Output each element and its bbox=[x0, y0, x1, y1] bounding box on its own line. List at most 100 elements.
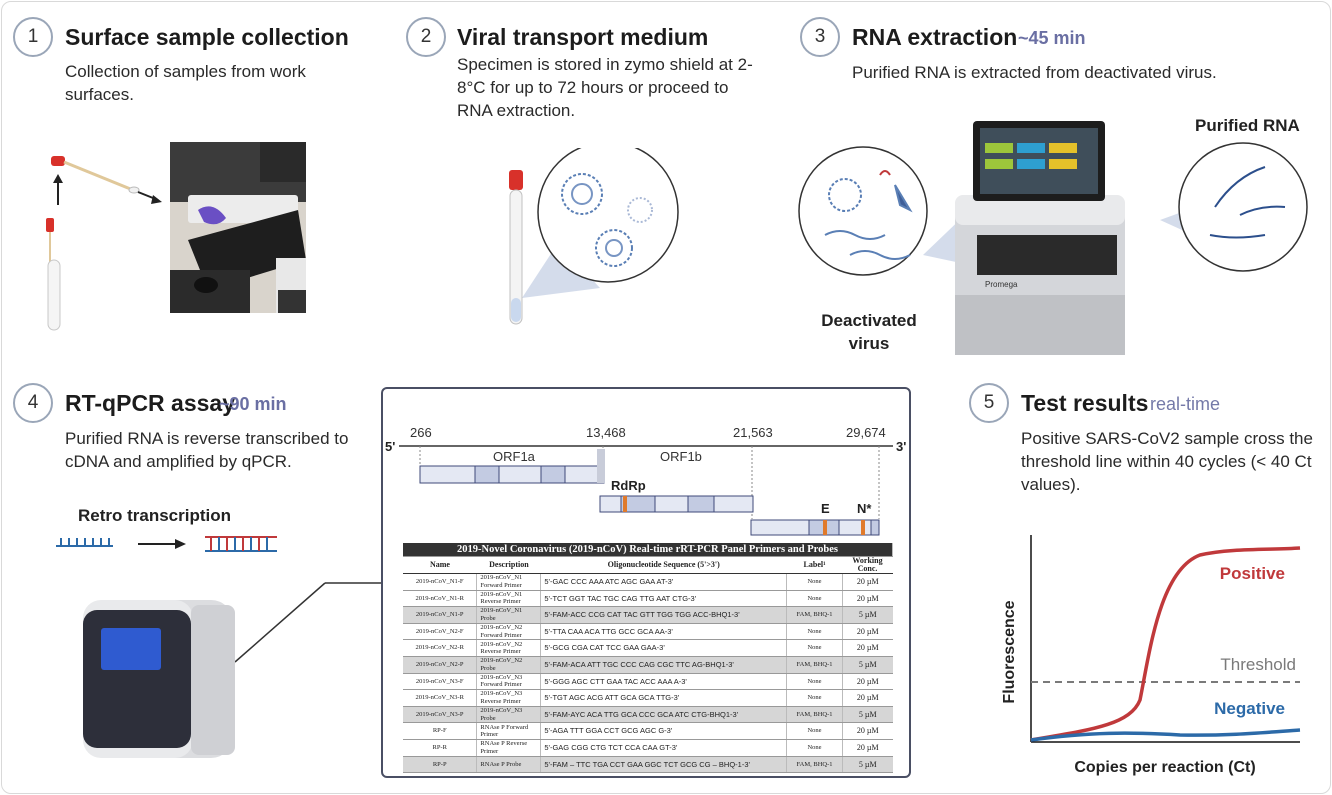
step-3-time: ~45 min bbox=[1018, 28, 1086, 48]
arrow-up-icon bbox=[53, 174, 63, 183]
threshold-label: Threshold bbox=[1220, 655, 1296, 674]
genome-position-2: 13,468 bbox=[586, 425, 626, 440]
orf1b-label: ORF1b bbox=[660, 449, 702, 464]
row-sequence: 5'-TTA CAA ACA TTG GCC GCA AA-3' bbox=[540, 623, 788, 641]
transport-medium-illustration bbox=[509, 148, 679, 325]
row-concentration: 20 µM bbox=[842, 623, 893, 641]
orf1a-gene-block bbox=[419, 449, 605, 484]
row-concentration: 5 µM bbox=[842, 606, 893, 624]
row-name: 2019-nCoV_N3-F bbox=[403, 673, 478, 691]
genome-position-4: 29,674 bbox=[846, 425, 886, 440]
row-sequence: 5'-FAM – TTC TGA CCT GAA GGC TCT GCG CG … bbox=[540, 756, 788, 774]
negative-label: Negative bbox=[1214, 699, 1285, 718]
genome-3-prime: 3' bbox=[896, 439, 906, 454]
deactivated-virus-icon bbox=[824, 170, 913, 260]
step-1-number: 1 bbox=[13, 17, 53, 57]
row-description: 2019-nCoV_N2 Probe bbox=[476, 656, 542, 674]
structural-genes-block bbox=[750, 519, 880, 536]
arrow-right-icon bbox=[151, 195, 162, 204]
step-1-title: Surface sample collection bbox=[65, 24, 349, 50]
chart-ylabel: Fluorescence bbox=[1001, 600, 1018, 703]
row-sequence: 5'-FAM-ACC CCG CAT TAC GTT TGG TGG ACC-B… bbox=[540, 606, 788, 624]
row-label: None bbox=[786, 623, 843, 641]
row-concentration: 20 µM bbox=[842, 673, 893, 691]
row-name: 2019-nCoV_N1-P bbox=[403, 606, 478, 624]
step-5-description: Positive SARS-CoV2 sample cross the thre… bbox=[1021, 429, 1313, 494]
sample-tube-icon bbox=[46, 218, 61, 331]
orf1a-label: ORF1a bbox=[493, 449, 536, 464]
step-5-title: Test results bbox=[1021, 390, 1149, 416]
row-description: RNAse P Probe bbox=[476, 756, 542, 774]
positive-curve bbox=[1030, 546, 1301, 742]
row-sequence: 5'-GAC CCC AAA ATC AGC GAA AT-3' bbox=[540, 573, 788, 591]
row-label: None bbox=[786, 673, 843, 691]
step-3-description: Purified RNA is extracted from deactivat… bbox=[852, 63, 1217, 82]
row-concentration: 20 µM bbox=[842, 639, 893, 657]
purified-rna-label: Purified RNA bbox=[1195, 116, 1300, 135]
magnified-circle bbox=[537, 148, 679, 283]
step-2-description: Specimen is stored in zymo shield at 2-8… bbox=[457, 55, 753, 120]
step-5-time: real-time bbox=[1150, 394, 1221, 414]
row-name: 2019-nCoV_N3-P bbox=[403, 706, 478, 724]
panel-connector bbox=[234, 582, 326, 663]
step-3-number: 3 bbox=[800, 17, 840, 57]
step-4-description: Purified RNA is reverse transcribed to c… bbox=[65, 429, 349, 471]
purified-rna-circle bbox=[1178, 142, 1308, 272]
row-description: 2019-nCoV_N1 Forward Primer bbox=[476, 573, 542, 591]
negative-curve bbox=[1030, 728, 1301, 742]
e-gene-label: E bbox=[821, 501, 830, 516]
genome-map: 5' 3' 266 13,468 21,563 29,674 ORF1a ORF… bbox=[385, 425, 906, 536]
row-label: FAM, BHQ-1 bbox=[786, 706, 843, 724]
row-sequence: 5'-GGG AGC CTT GAA TAC ACC AAA A-3' bbox=[540, 673, 788, 691]
row-sequence: 5'-TGT AGC ACG ATT GCA GCA TTG-3' bbox=[540, 689, 788, 707]
rt-qpcr-illustration bbox=[56, 536, 381, 758]
step-3-title: RNA extraction bbox=[852, 24, 1018, 50]
transport-tube-icon bbox=[509, 170, 523, 325]
row-label: None bbox=[786, 739, 843, 757]
row-label: None bbox=[786, 722, 843, 740]
row-description: RNAse P Forward Primer bbox=[476, 722, 542, 740]
deactivated-virus-label: Deactivated virus bbox=[821, 311, 917, 353]
virus-icon bbox=[561, 173, 653, 267]
column-header-label: Label¹ bbox=[786, 556, 843, 574]
row-concentration: 20 µM bbox=[842, 689, 893, 707]
row-description: 2019-nCoV_N2 Reverse Primer bbox=[476, 639, 542, 657]
row-concentration: 5 µM bbox=[842, 656, 893, 674]
step-2-title: Viral transport medium bbox=[457, 24, 709, 50]
row-description: RNAse P Reverse Primer bbox=[476, 739, 542, 757]
row-sequence: 5'-FAM-AYC ACA TTG GCA CCC GCA ATC CTG-B… bbox=[540, 706, 788, 724]
row-name: 2019-nCoV_N1-F bbox=[403, 573, 478, 591]
step-1-description: Collection of samples from work surfaces… bbox=[65, 62, 306, 104]
n-gene-label: N* bbox=[857, 501, 872, 516]
row-label: None bbox=[786, 689, 843, 707]
primer-table: 2019-Novel Coronavirus (2019-nCoV) Real-… bbox=[403, 543, 893, 774]
step-5-number: 5 bbox=[969, 383, 1009, 423]
rna-strand-icon bbox=[1209, 166, 1286, 239]
row-description: 2019-nCoV_N1 Reverse Primer bbox=[476, 590, 542, 608]
row-name: RP-P bbox=[403, 756, 478, 774]
row-name: RP-R bbox=[403, 739, 478, 757]
row-description: 2019-nCoV_N1 Probe bbox=[476, 606, 542, 624]
row-description: 2019-nCoV_N3 Reverse Primer bbox=[476, 689, 542, 707]
primer-panel: 5' 3' 266 13,468 21,563 29,674 ORF1a ORF… bbox=[381, 387, 911, 778]
step-2-number: 2 bbox=[406, 17, 446, 57]
genome-position-3: 21,563 bbox=[733, 425, 773, 440]
positive-label: Positive bbox=[1220, 564, 1285, 583]
row-name: RP-F bbox=[403, 722, 478, 740]
extraction-instrument: Promega bbox=[955, 121, 1125, 355]
row-name: 2019-nCoV_N2-R bbox=[403, 639, 478, 657]
single-strand-rna-icon bbox=[56, 538, 113, 547]
step-4-time: ~90 min bbox=[219, 394, 287, 414]
row-sequence: 5'-GAG CGG CTG TCT CCA CAA GT-3' bbox=[540, 739, 788, 757]
row-concentration: 20 µM bbox=[842, 722, 893, 740]
row-concentration: 5 µM bbox=[842, 756, 893, 774]
row-concentration: 20 µM bbox=[842, 590, 893, 608]
row-sequence: 5'-GCG CGA CAT TCC GAA GAA-3' bbox=[540, 639, 788, 657]
